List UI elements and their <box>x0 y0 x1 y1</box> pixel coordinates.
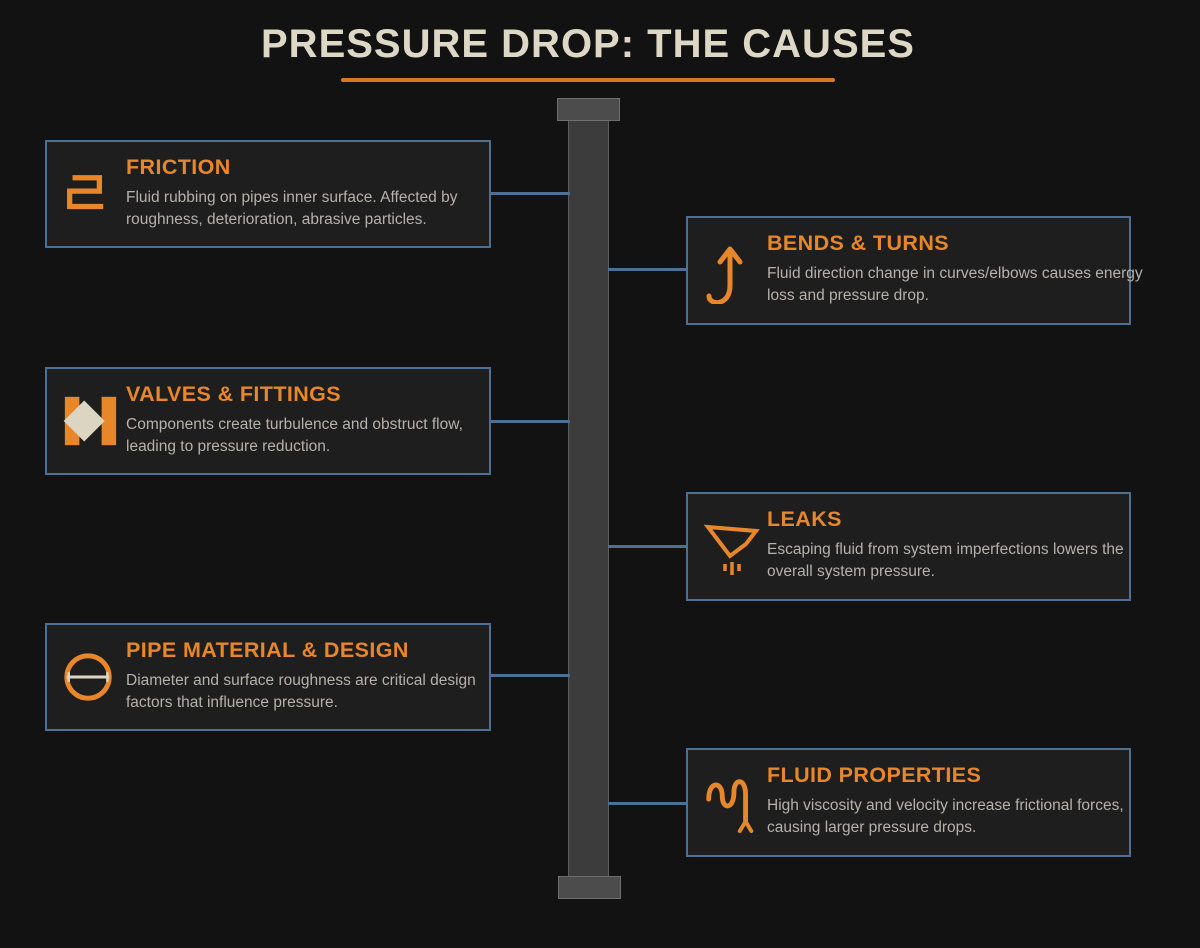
card-title: VALVES & FITTINGS <box>126 382 342 406</box>
connector-leaks <box>608 545 687 548</box>
card-valves-fittings: VALVES & FITTINGS Components create turb… <box>45 367 491 475</box>
card-title: FRICTION <box>126 155 231 179</box>
friction-zigzag-icon <box>62 153 126 235</box>
valve-diamond-icon <box>62 380 126 462</box>
connector-bends <box>608 268 687 271</box>
curved-arrow-up-icon <box>703 229 767 312</box>
card-description: Fluid direction change in curves/elbows … <box>767 265 1143 304</box>
card-description: High viscosity and velocity increase fri… <box>767 797 1124 836</box>
pipe-diameter-icon <box>62 636 126 718</box>
funnel-drip-icon <box>703 505 767 588</box>
pipe-bottom-flange <box>558 876 621 899</box>
card-title: PIPE MATERIAL & DESIGN <box>126 638 409 662</box>
pipe-body <box>568 110 609 888</box>
connector-valves <box>489 420 570 423</box>
card-bends-turns: BENDS & TURNS Fluid direction change in … <box>686 216 1143 325</box>
card-leaks: LEAKS Escaping fluid from system imperfe… <box>686 492 1131 601</box>
pipe-top-flange <box>557 98 620 121</box>
viscosity-wave-icon <box>703 761 767 844</box>
card-description: Escaping fluid from system imperfections… <box>767 541 1124 580</box>
card-title: FLUID PROPERTIES <box>767 763 982 787</box>
card-description: Diameter and surface roughness are criti… <box>126 672 476 711</box>
connector-friction <box>489 192 570 195</box>
card-title: BENDS & TURNS <box>767 231 949 255</box>
connector-pipe-material <box>489 674 570 677</box>
card-title: LEAKS <box>767 507 842 531</box>
card-description: Fluid rubbing on pipes inner surface. Af… <box>126 189 458 228</box>
page-title: PRESSURE DROP: THE CAUSES <box>261 22 915 66</box>
card-friction: FRICTION Fluid rubbing on pipes inner su… <box>45 140 491 248</box>
connector-fluid <box>608 802 687 805</box>
card-description: Components create turbulence and obstruc… <box>126 416 463 455</box>
card-fluid-properties: FLUID PROPERTIES High viscosity and velo… <box>686 748 1131 857</box>
title-underline <box>341 78 835 82</box>
card-pipe-material-design: PIPE MATERIAL & DESIGN Diameter and surf… <box>45 623 491 731</box>
